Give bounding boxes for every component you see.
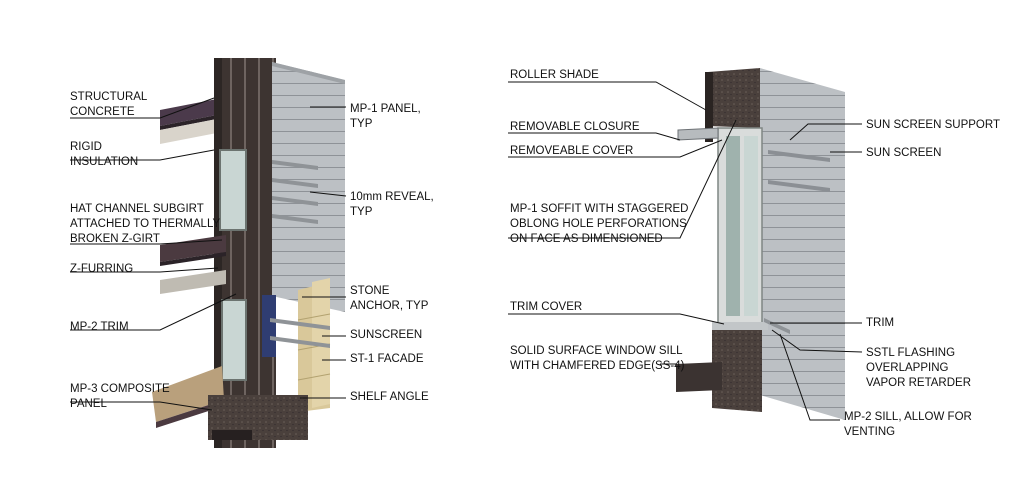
label-sstl-flashing-line-2: OVERLAPPING	[866, 362, 948, 374]
sunscreen-fins-upper	[272, 160, 318, 224]
leader-reveal	[309, 191, 347, 197]
label-structural-concrete-line-2: CONCRETE	[70, 106, 135, 118]
label-mp1-soffit-line-2: OBLONG HOLE PERFORATIONS	[510, 218, 687, 230]
leader-mp1-soffit	[508, 119, 737, 239]
label-removable-closure-line-1: REMOVABLE CLOSURE	[510, 121, 640, 133]
leader-mp2-trim	[70, 293, 237, 331]
leader-sun-screen-support	[789, 123, 862, 141]
label-trim-line-1: TRIM	[866, 317, 894, 329]
leader-roller-shade	[508, 81, 707, 111]
mp3-composite-panel	[152, 366, 224, 422]
leader-removable-closure	[508, 132, 681, 141]
label-hat-channel-line-2: ATTACHED TO THERMALLY	[70, 218, 220, 230]
label-hat-channel-line-1: HAT CHANNEL SUBGIRT	[70, 203, 204, 215]
label-z-furring-line-1: Z-FURRING	[70, 263, 133, 275]
label-mp2-sill-line-2: VENTING	[844, 426, 895, 438]
window-glass-right	[726, 136, 740, 316]
label-stone-anchor-line-2: ANCHOR, TYP	[350, 300, 429, 312]
leader-structural-concrete	[70, 97, 215, 119]
label-sun-screen-support-line-1: SUN SCREEN SUPPORT	[866, 119, 1000, 131]
label-sstl-flashing-line-3: VAPOR RETARDER	[866, 377, 971, 389]
label-rigid-insulation-line-2: INSULATION	[70, 156, 138, 168]
label-mp3-composite-line-2: PANEL	[70, 398, 107, 410]
label-removeable-cover-line-1: REMOVEABLE COVER	[510, 145, 633, 157]
label-shelf-angle-line-1: SHELF ANGLE	[350, 391, 429, 403]
mp1-metal-panel	[272, 62, 345, 312]
label-roller-shade-line-1: ROLLER SHADE	[510, 69, 599, 81]
label-sun-screen-line-1: SUN SCREEN	[866, 147, 941, 159]
leader-z-furring	[70, 267, 219, 273]
leader-hat-channel	[70, 239, 223, 245]
label-sstl-flashing-line-1: SSTL FLASHING	[866, 347, 955, 359]
label-reveal-line-1: 10mm REVEAL,	[350, 191, 434, 203]
label-stone-anchor-line-1: STONE	[350, 285, 390, 297]
sun-screen-blades	[768, 150, 830, 192]
label-mp1-panel-line-1: MP-1 PANEL,	[350, 103, 421, 115]
window-sill-board	[676, 362, 722, 392]
sill-concrete	[712, 326, 762, 412]
label-hat-channel-line-3: BROKEN Z-GIRT	[70, 233, 160, 245]
leader-rigid-insulation	[70, 149, 215, 161]
rigid-insulation-soffit	[160, 118, 222, 144]
concrete-slab-middle	[160, 235, 226, 262]
mp1-metal-panel-right	[760, 68, 845, 420]
label-window-sill-line-1: SOLID SURFACE WINDOW SILL	[510, 345, 683, 357]
leader-removeable-cover	[508, 139, 723, 158]
head-concrete	[708, 68, 760, 128]
label-mp1-soffit-line-3: ON FACE AS DIMENSIONED	[510, 233, 663, 245]
label-trim-cover-line-1: TRIM COVER	[510, 301, 582, 313]
leader-lines	[70, 81, 863, 421]
label-st1-facade-line-1: ST-1 FACADE	[350, 353, 424, 365]
leader-trim-cover	[508, 313, 725, 325]
label-structural-concrete-line-1: STRUCTURAL	[70, 91, 148, 103]
label-mp1-soffit-line-1: MP-1 SOFFIT WITH STAGGERED	[510, 203, 688, 215]
label-sunscreen-line-1: SUNSCREEN	[350, 329, 422, 341]
mp1-soffit	[677, 127, 719, 141]
label-mp2-trim-line-1: MP-2 TRIM	[70, 321, 129, 333]
label-window-sill-line-2: WITH CHAMFERED EDGE(SS-4)	[510, 360, 685, 372]
label-group: STRUCTURAL CONCRETE RIGID INSULATION HAT CHA…	[70, 69, 1000, 438]
window-glass-upper	[219, 149, 247, 231]
sunscreen-fins-lower	[270, 318, 330, 348]
label-reveal-line-2: TYP	[350, 206, 373, 218]
leader-mp2-sill	[779, 333, 840, 421]
label-mp3-composite-line-1: MP-3 COMPOSITE	[70, 383, 170, 395]
left-wall-section	[152, 58, 345, 448]
label-mp1-panel-line-2: TYP	[350, 118, 373, 130]
concrete-slab-upper	[160, 98, 222, 126]
leader-mp3-composite	[70, 401, 213, 411]
label-mp2-sill-line-1: MP-2 SILL, ALLOW FOR	[844, 411, 972, 423]
window-glass-lower	[221, 299, 247, 381]
label-rigid-insulation-line-1: RIGID	[70, 141, 102, 153]
right-wall-section	[676, 68, 845, 420]
